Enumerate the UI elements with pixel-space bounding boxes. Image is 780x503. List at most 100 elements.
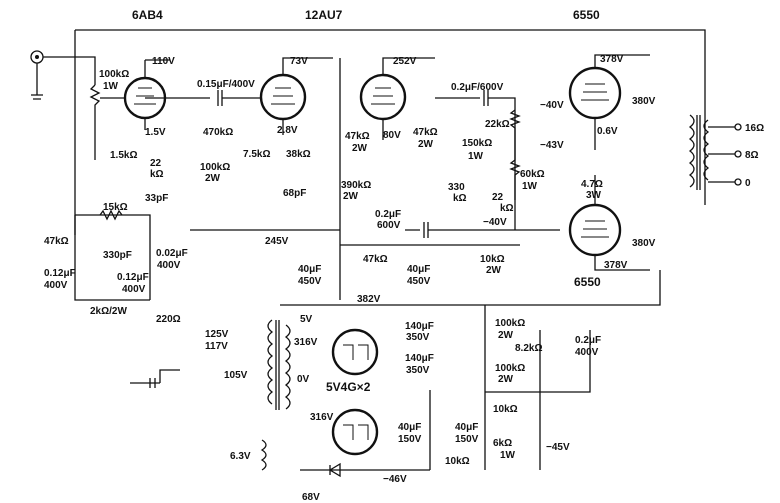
tube-label-6ab4: 6AB4 — [132, 8, 163, 22]
c40-a2-label: 450V — [298, 276, 322, 287]
r100k2w-label-a: 100kΩ — [200, 162, 230, 173]
output-0-label: 0 — [745, 178, 751, 189]
c02-400-a-label: 0.2μF — [575, 335, 601, 346]
r100k-c1-label: 100kΩ — [495, 318, 525, 329]
c40-d2-label: 150V — [455, 434, 479, 445]
r100k2w-label-b: 2W — [205, 173, 221, 184]
c40-c2-label: 150V — [398, 434, 422, 445]
r22k-c1-label: 22 — [492, 192, 504, 203]
n43-label: −43V — [540, 140, 564, 151]
pot60k-a-label: 60kΩ — [520, 169, 545, 180]
tube-12au7-a — [259, 57, 333, 135]
c02-600b-b-label: 600V — [377, 220, 401, 231]
r15k-label: 1.5kΩ — [110, 150, 137, 161]
tube-6ab4 — [123, 60, 167, 130]
n40b-label: −40V — [483, 217, 507, 228]
c012-b1-label: 0.12μF — [117, 272, 149, 283]
r47-3w-b-label: 3W — [586, 190, 602, 201]
r150k-a-label: 150kΩ — [462, 138, 492, 149]
r100k-d2-label: 2W — [498, 374, 514, 385]
v252-label: 252V — [393, 56, 417, 67]
r10k2w-b-label: 2W — [486, 265, 502, 276]
r47k2w-a2-label: 2W — [352, 143, 368, 154]
v80-label: 80V — [383, 130, 401, 141]
v380b-label: 380V — [632, 238, 656, 249]
tube-label-12au7: 12AU7 — [305, 8, 343, 22]
v117-label: 117V — [205, 341, 228, 352]
tube-5v4g-b — [331, 408, 379, 456]
n45-label: −45V — [546, 442, 570, 453]
v245-label: 245V — [265, 236, 289, 247]
r47k2w-b2-label: 2W — [418, 139, 434, 150]
c330p-label: 330pF — [103, 250, 132, 261]
c140-b2-label: 350V — [406, 365, 430, 376]
r22k-c2-label: kΩ — [500, 203, 514, 214]
tube-label-6550-top: 6550 — [573, 8, 600, 22]
input-jack — [30, 50, 96, 100]
r15k-b-label: 15kΩ — [103, 202, 128, 213]
v0-label: 0V — [297, 374, 310, 385]
c140-b1-label: 140μF — [405, 353, 434, 364]
c012-a1-label: 0.12μF — [44, 268, 76, 279]
v125-label: 125V — [205, 329, 229, 340]
tube-6550-top — [568, 54, 650, 150]
pot-100k-label: 100kΩ — [99, 69, 129, 80]
n40a-label: −40V — [540, 100, 564, 111]
c68p-label: 68pF — [283, 188, 306, 199]
c015-label: 0.15μF/400V — [197, 79, 255, 90]
c140-a1-label: 140μF — [405, 321, 434, 332]
r22-label: 22 — [150, 158, 162, 169]
r390k-a-label: 390kΩ — [341, 180, 371, 191]
bias-resistor-chain — [509, 109, 521, 200]
r47k2w-b1-label: 47kΩ — [413, 127, 438, 138]
r47-3w-a-label: 4.7Ω — [581, 179, 603, 190]
c02-600b-a-label: 0.2μF — [375, 209, 401, 220]
c012-b2-label: 400V — [122, 284, 146, 295]
output-8-label: 8Ω — [745, 150, 759, 161]
c002-a-label: 0.02μF — [156, 248, 188, 259]
c012-a2-label: 400V — [44, 280, 68, 291]
v15-label: 1.5V — [145, 127, 166, 138]
v380a-label: 380V — [632, 96, 656, 107]
r10k-f-label: 10kΩ — [445, 456, 470, 467]
c40-d1-label: 40μF — [455, 422, 478, 433]
c40-c1-label: 40μF — [398, 422, 421, 433]
ps-vertical-bus — [429, 305, 591, 470]
tube-12au7-b — [359, 57, 435, 140]
r47k-c-label: 47kΩ — [363, 254, 388, 265]
r100k-d1-label: 100kΩ — [495, 363, 525, 374]
c40-b2-label: 450V — [407, 276, 431, 287]
r390k-b-label: 2W — [343, 191, 359, 202]
c40-b1-label: 40μF — [407, 264, 430, 275]
pot-1w-label: 1W — [103, 81, 119, 92]
r100k-c2-label: 2W — [498, 330, 514, 341]
v73-label: 73V — [290, 56, 308, 67]
v06-label: 0.6V — [597, 126, 618, 137]
pot6k-b-label: 1W — [500, 450, 516, 461]
output-transformer — [688, 114, 742, 190]
r10k-e-label: 10kΩ — [493, 404, 518, 415]
lower-coupling-wire — [405, 222, 560, 238]
c02-600-label: 0.2μF/600V — [451, 82, 504, 93]
v105-label: 105V — [224, 370, 248, 381]
c002-b-label: 400V — [157, 260, 181, 271]
r150k-b-label: 1W — [468, 151, 484, 162]
diode-wire — [300, 462, 430, 478]
power-transformer — [260, 319, 291, 471]
v316b-label: 316V — [310, 412, 334, 423]
v63-label: 6.3V — [230, 451, 251, 462]
r330k-a-label: 330 — [448, 182, 465, 193]
v378b-label: 378V — [604, 260, 628, 271]
v110-label: 110V — [152, 56, 175, 67]
r75k-label: 7.5kΩ — [243, 149, 270, 160]
c140-a2-label: 350V — [406, 332, 430, 343]
r22k-b-label: 22kΩ — [485, 119, 510, 130]
r82k-label: 8.2kΩ — [515, 343, 542, 354]
tube-5v4g-a — [331, 328, 379, 376]
r220-label: 220Ω — [156, 314, 181, 325]
r470k-label: 470kΩ — [203, 127, 233, 138]
c40-a1-label: 40μF — [298, 264, 321, 275]
pot6k-a-label: 6kΩ — [493, 438, 512, 449]
r330k-b-label: kΩ — [453, 193, 467, 204]
